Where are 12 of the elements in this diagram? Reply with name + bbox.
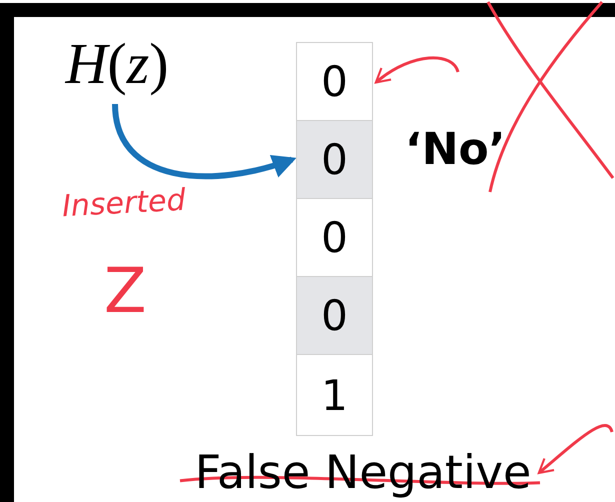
handwritten-letter: Z [104, 254, 146, 327]
bit-cell: 1 [296, 354, 373, 436]
bit-cell: 0 [296, 276, 373, 355]
arrow [538, 424, 614, 474]
bit-cell: 0 [296, 42, 373, 121]
bit-cell: 0 [296, 120, 373, 199]
hash-function-label: H(z) [42, 22, 192, 104]
arrow [112, 104, 297, 180]
answer-label: ‘No’ [405, 124, 506, 175]
arrow [374, 56, 460, 84]
bit-cell: 0 [296, 198, 373, 277]
handwritten-note: Inserted [61, 182, 186, 224]
